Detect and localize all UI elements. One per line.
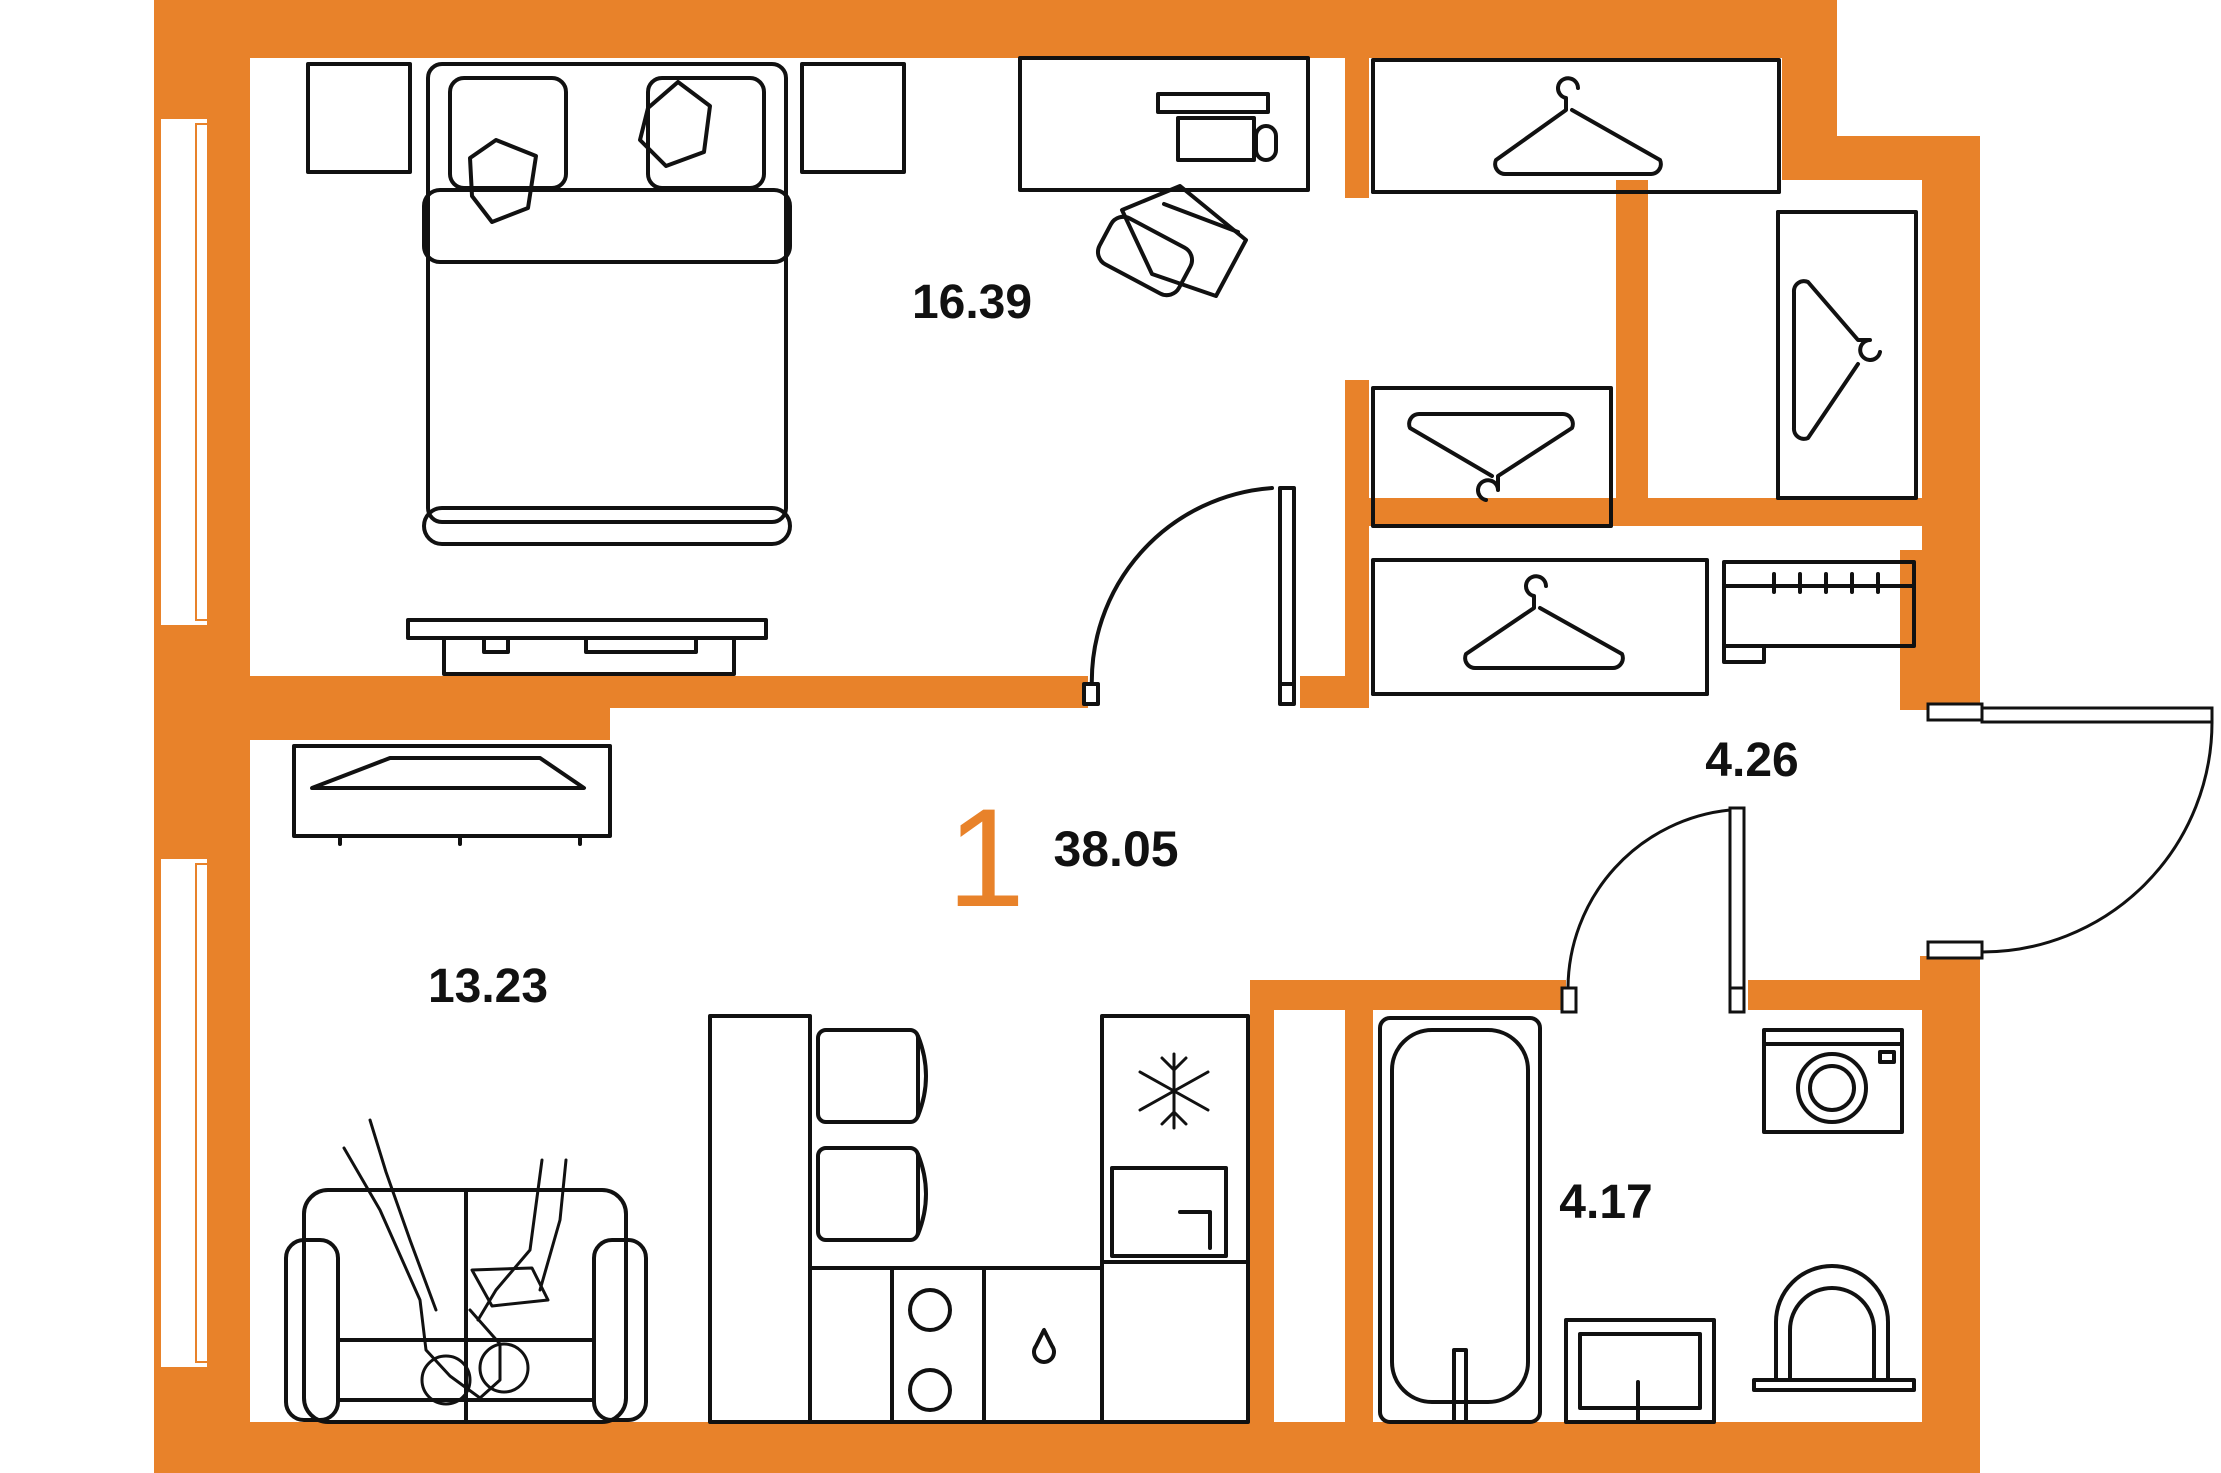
room-area-label: 4.26 <box>1705 734 1798 787</box>
wardrobe-hanger-icon <box>1371 386 1613 528</box>
room-area-label: 13.23 <box>428 960 548 1013</box>
toilet-icon <box>1752 1264 1916 1392</box>
washbasin-icon <box>1564 1318 1716 1424</box>
window-icon <box>159 117 209 1369</box>
tv-stand-icon <box>406 618 768 676</box>
tv-stand-icon <box>292 744 612 846</box>
door-icon <box>1926 702 2214 960</box>
door-icon <box>1082 486 1296 706</box>
wardrobe-hanger-icon <box>1371 58 1781 194</box>
office-chair-icon <box>1095 184 1248 298</box>
sofa-icon <box>284 1188 648 1424</box>
washing-machine-icon <box>1762 1028 1904 1134</box>
desk-icon <box>1018 56 1310 192</box>
wardrobe-hanger-icon <box>1371 558 1709 696</box>
bed-icon <box>422 62 792 546</box>
room-area-label: 16.39 <box>912 276 1032 329</box>
bathtub-icon <box>1378 1016 1542 1424</box>
door-icon <box>1560 806 1746 1014</box>
office-chair-icon <box>816 1028 928 1242</box>
sink-icon <box>1032 1328 1056 1364</box>
room-area-label: 4.17 <box>1559 1176 1652 1229</box>
nightstand-icon <box>306 62 906 174</box>
rooms-count: 1 <box>947 779 1025 936</box>
area-labels: 16.39 13.23 4.26 4.17 1 38.05 <box>428 276 1799 1229</box>
stove-icon <box>890 1266 986 1424</box>
people-icon <box>342 1118 568 1406</box>
wardrobe-hanger-icon <box>1776 210 1918 500</box>
shoe-rack-icon <box>1722 560 1916 664</box>
fridge-icon <box>708 1014 1250 1424</box>
total-area: 38.05 <box>1053 821 1178 877</box>
microwave-icon <box>1110 1166 1228 1258</box>
snowflake-icon <box>1138 1052 1210 1130</box>
